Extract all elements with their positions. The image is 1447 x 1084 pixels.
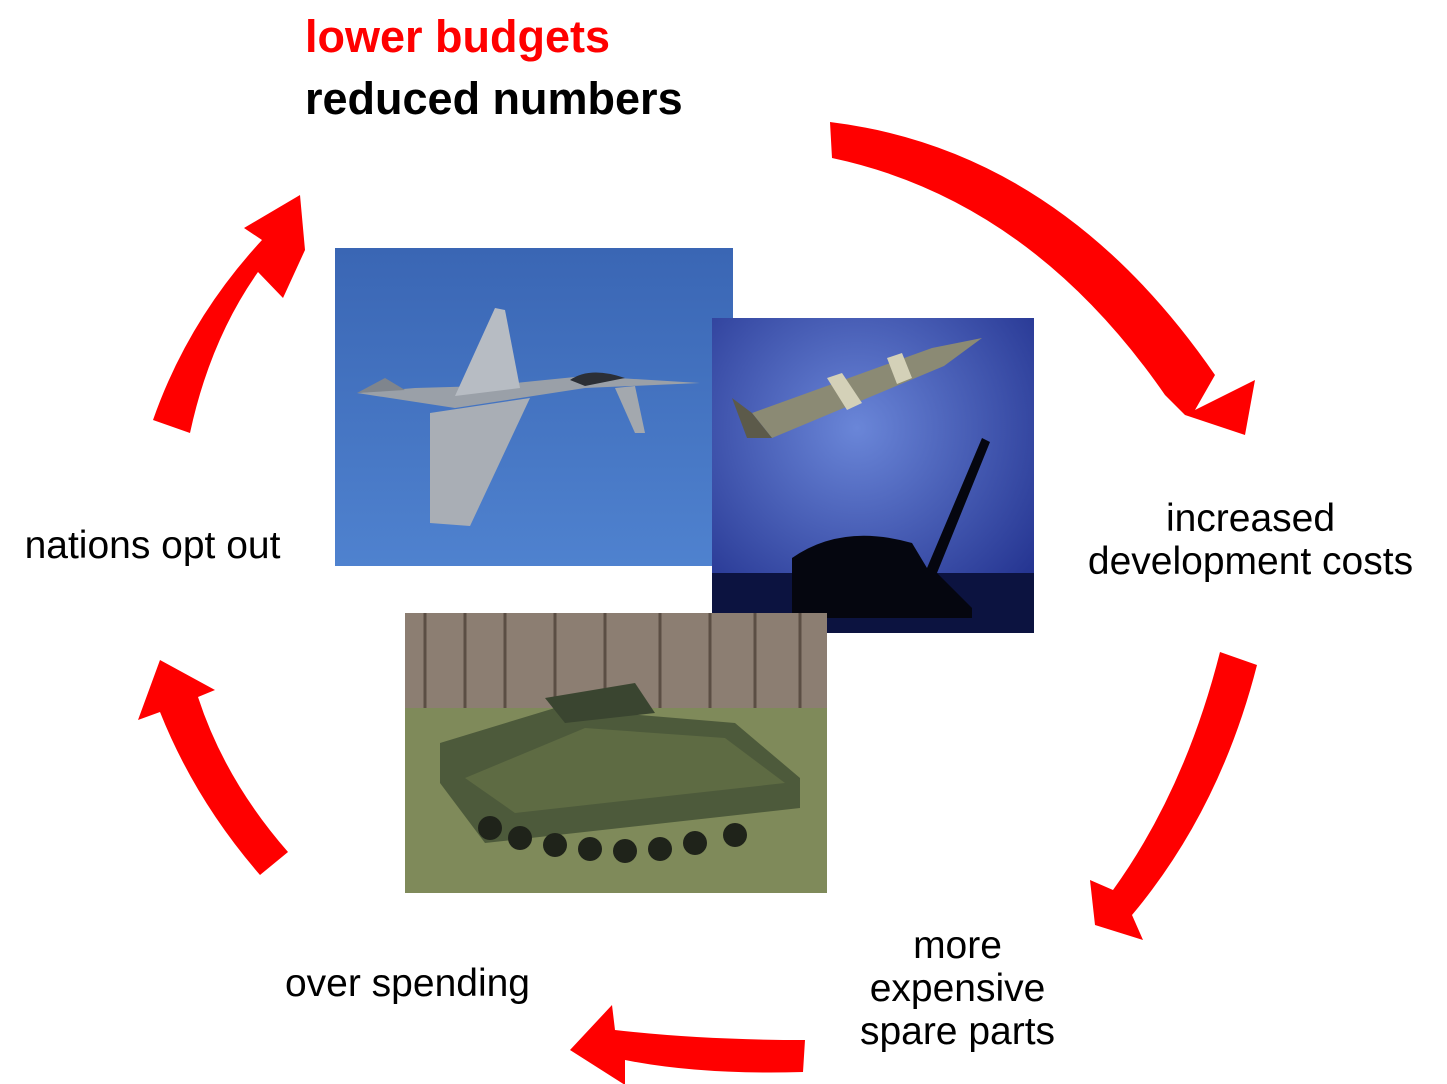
label-nations-opt-out: nations opt out <box>24 524 281 567</box>
missile-artillery-photo <box>712 318 1034 633</box>
arrow-bottom <box>570 1005 805 1084</box>
tank-image <box>405 613 827 893</box>
cycle-title: lower budgets reduced numbers <box>305 6 683 130</box>
label-more-expensive-spare-parts: more expensive spare parts <box>830 924 1085 1053</box>
arrow-top-right <box>830 122 1255 435</box>
armored-vehicle-photo <box>405 613 827 893</box>
label-increased-line1: increased <box>1165 497 1336 540</box>
arrow-left-top <box>153 195 305 433</box>
jet-image <box>335 248 733 566</box>
jet-photo <box>335 248 733 566</box>
missile-image <box>712 318 1034 633</box>
title-reduced-numbers: reduced numbers <box>305 73 683 124</box>
label-spare-line1: more <box>913 924 1002 967</box>
label-over-spending: over spending <box>284 962 530 1005</box>
label-increased-line2: development costs <box>1087 540 1414 583</box>
title-lower-budgets: lower budgets <box>305 11 611 62</box>
arrow-left-bottom <box>138 660 288 875</box>
label-increased-development-costs: increased development costs <box>1068 497 1433 583</box>
arrow-right-bottom <box>1090 652 1257 940</box>
label-spare-line2: expensive <box>869 967 1046 1010</box>
label-spare-line3: spare parts <box>859 1010 1056 1053</box>
